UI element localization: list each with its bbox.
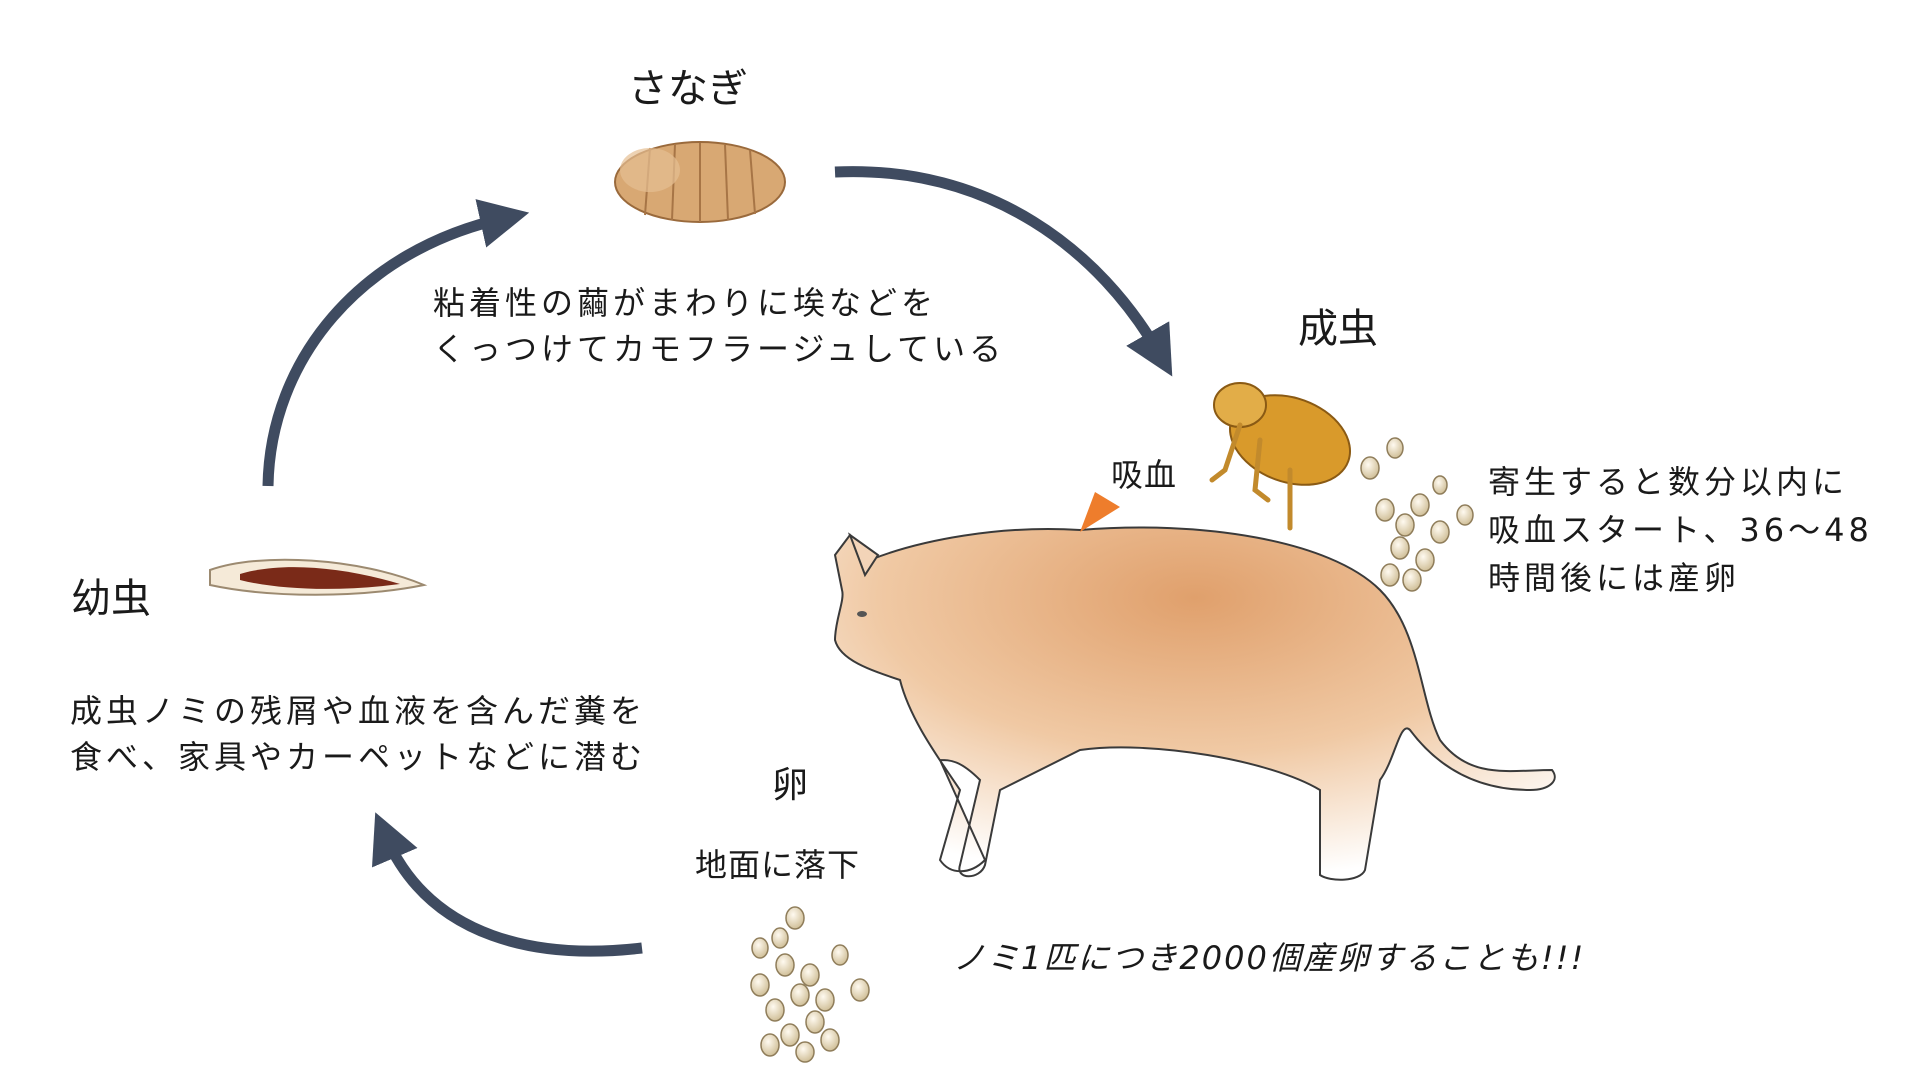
feeding-pointer	[1080, 492, 1120, 532]
adult-label: 成虫	[1298, 306, 1378, 352]
feeding-label: 吸血	[1111, 456, 1178, 494]
egg-description: 地面に落下	[695, 846, 861, 884]
arrow-egg-to-larva	[372, 812, 643, 957]
larva-illustration	[209, 558, 428, 596]
adult-description: 寄生すると数分以内に 吸血スタート、36〜48 時間後には産卵	[1488, 458, 1873, 602]
larva-description-line: 食べ、家具やカーペットなどに潜む	[70, 738, 647, 777]
larva-description: 成虫ノミの残屑や血液を含んだ糞を 食べ、家具やカーペットなどに潜む	[70, 688, 646, 781]
adult-flea-illustration	[1209, 382, 1352, 531]
pupa-description-line: くっつけてカモフラージュしている	[433, 330, 1006, 369]
egg-label: 卵	[772, 765, 809, 806]
eggs-on-ground	[750, 906, 870, 1063]
egg-count-note: ノミ1匹につき2000個産卵することも!!!	[953, 939, 1586, 977]
arrow-larva-to-pupa	[262, 199, 530, 487]
pupa-description: 粘着性の繭がまわりに埃などを くっつけてカモフラージュしている	[433, 280, 1005, 373]
pupa-label: さなぎ	[628, 66, 748, 112]
arrow-pupa-to-adult	[834, 166, 1173, 377]
pupa-description-line: 粘着性の繭がまわりに埃などを	[433, 284, 938, 322]
cat-illustration	[833, 526, 1556, 881]
adult-description-line: 吸血スタート、36〜48	[1488, 511, 1873, 549]
pupa-illustration	[614, 141, 786, 223]
larva-label: 幼虫	[71, 576, 151, 622]
eggs-on-cat	[1360, 437, 1474, 592]
adult-description-line: 時間後には産卵	[1488, 559, 1741, 597]
larva-description-line: 成虫ノミの残屑や血液を含んだ糞を	[70, 692, 647, 730]
adult-description-line: 寄生すると数分以内に	[1488, 463, 1849, 501]
cycle-arrows	[262, 166, 1173, 957]
